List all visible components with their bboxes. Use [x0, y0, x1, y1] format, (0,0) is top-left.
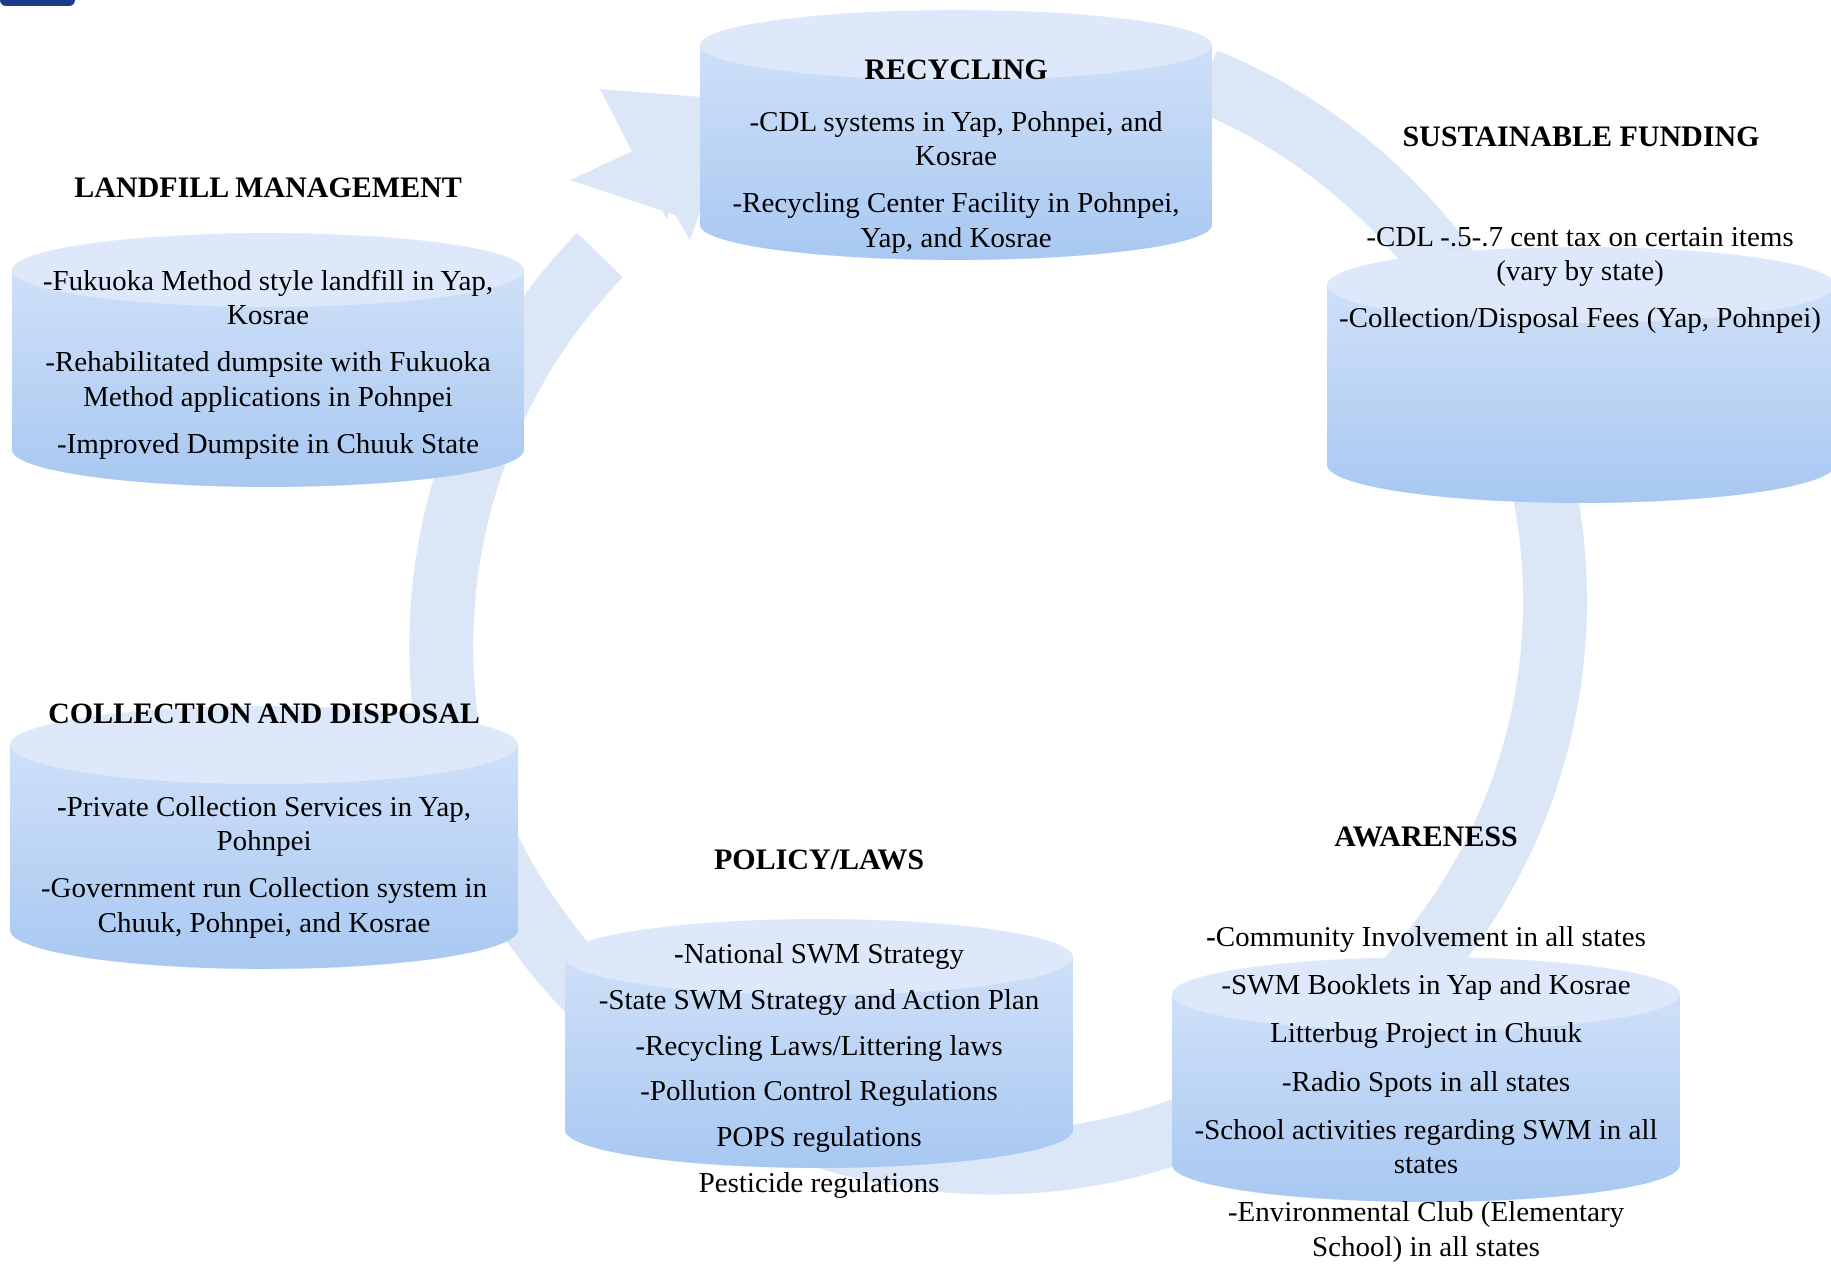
list-item: -School activities regarding SWM in all …	[1194, 1113, 1658, 1181]
funding-title: SUSTAINABLE FUNDING	[1402, 120, 1760, 153]
logo-mark	[0, 0, 75, 6]
list-item: -Government run Collection system in Chu…	[40, 872, 488, 939]
list-item: -Improved Dumpsite in Chuuk State	[56, 427, 480, 460]
policy-title: POLICY/LAWS	[713, 843, 925, 876]
list-item: -Radio Spots in all states	[1281, 1065, 1571, 1098]
list-item: -Private Collection Services in Yap, Poh…	[56, 791, 471, 858]
list-item: -CDL systems in Yap, Pohnpei, and Kosrae	[749, 106, 1163, 173]
list-item: -National SWM Strategy	[674, 938, 964, 970]
list-item: -Recycling Laws/Littering laws	[635, 1029, 1003, 1062]
list-item: -Rehabilitated dumpsite with Fukuoka Met…	[45, 346, 491, 413]
landfill-title: LANDFILL MANAGEMENT	[74, 171, 462, 204]
collection-items: -Private Collection Services in Yap, Poh…	[14, 790, 514, 953]
awareness-title: AWARENESS	[1334, 820, 1518, 853]
recycling-items: -CDL systems in Yap, Pohnpei, and Kosrae…	[720, 105, 1192, 268]
list-item: -Collection/Disposal Fees (Yap, Pohnpei)	[1339, 302, 1821, 335]
list-item: -SWM Booklets in Yap and Kosrae	[1221, 969, 1631, 1002]
list-item: -Fukuoka Method style landfill in Yap, K…	[42, 265, 494, 332]
recycling-title: RECYCLING	[864, 53, 1048, 86]
list-item: -Community Involvement in all states	[1206, 921, 1646, 953]
list-item: Litterbug Project in Chuuk	[1270, 1017, 1582, 1050]
cylinder-recycling	[700, 10, 1212, 260]
cylinder-policy	[565, 919, 1073, 1168]
policy-items: -National SWM Strategy -State SWM Strate…	[565, 937, 1073, 1212]
list-item: -Recycling Center Facility in Pohnpei, Y…	[732, 187, 1180, 254]
cylinder-funding	[1327, 247, 1831, 503]
collection-title: COLLECTION AND DISPOSAL	[48, 697, 480, 730]
awareness-items: -Community Involvement in all states -SW…	[1172, 920, 1680, 1264]
list-item: POPS regulations	[716, 1121, 922, 1154]
cylinder-awareness	[1172, 957, 1680, 1202]
landfill-items: -Fukuoka Method style landfill in Yap, K…	[12, 264, 524, 474]
cylinder-collection	[10, 706, 518, 969]
list-item: Pesticide regulations	[698, 1166, 940, 1199]
cylinder-landfill	[12, 233, 524, 487]
list-item: -State SWM Strategy and Action Plan	[598, 983, 1040, 1016]
list-item: -CDL -.5-.7 cent tax on certain items (v…	[1366, 221, 1794, 288]
list-item: -Environmental Club (Elementary School) …	[1227, 1196, 1625, 1263]
list-item: -Pollution Control Regulations	[640, 1075, 998, 1108]
funding-items: -CDL -.5-.7 cent tax on certain items (v…	[1337, 220, 1823, 349]
